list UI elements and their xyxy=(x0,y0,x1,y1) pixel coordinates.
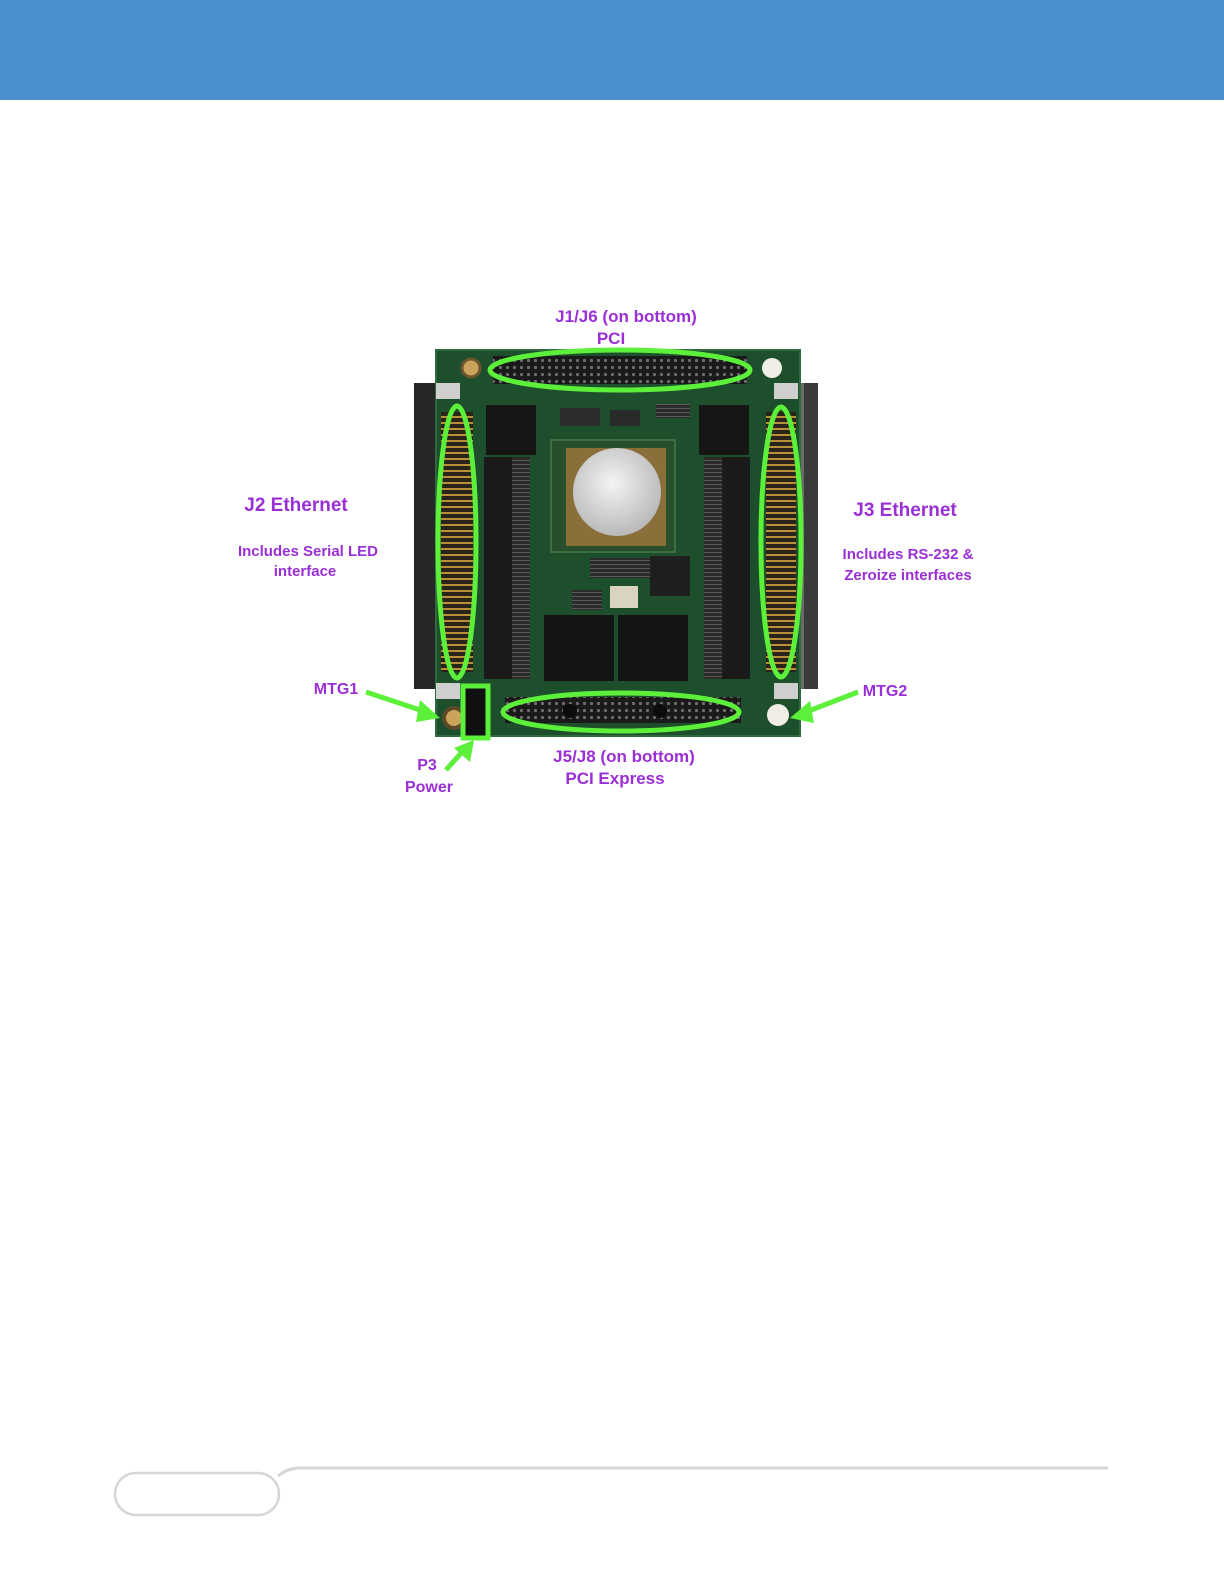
mtg2-hole xyxy=(767,704,789,726)
p3-connector xyxy=(465,688,489,738)
p3-label-line1: P3 xyxy=(417,757,437,774)
j3-title: J3 Ethernet xyxy=(853,500,957,521)
p3-label-line2: Power xyxy=(405,779,453,796)
j2-title: J2 Ethernet xyxy=(244,495,348,516)
j1-label-line2: PCI xyxy=(597,329,625,348)
j2-desc-line2: interface xyxy=(274,563,337,580)
j3-desc-line1: Includes RS-232 & xyxy=(843,546,974,563)
j3-desc-line2: Zeroize interfaces xyxy=(844,567,972,584)
j1-label-line1: J1/J6 (on bottom) xyxy=(555,307,697,326)
j2-pins xyxy=(441,412,473,672)
j5-label-line2: PCI Express xyxy=(565,769,664,788)
mtg1-label: MTG1 xyxy=(314,681,359,698)
j3-pins xyxy=(766,412,796,672)
cpu-lid xyxy=(573,448,661,536)
j1-pci-header xyxy=(493,356,747,384)
j2-housing xyxy=(414,383,436,689)
p3-arrow xyxy=(446,752,462,770)
mtg1-arrow xyxy=(366,692,426,712)
mtg2-arrow xyxy=(806,692,858,712)
mtg2-label: MTG2 xyxy=(863,683,908,700)
j5-label-line1: J5/J8 (on bottom) xyxy=(553,747,695,766)
j2-desc-line1: Includes Serial LED xyxy=(238,543,378,560)
